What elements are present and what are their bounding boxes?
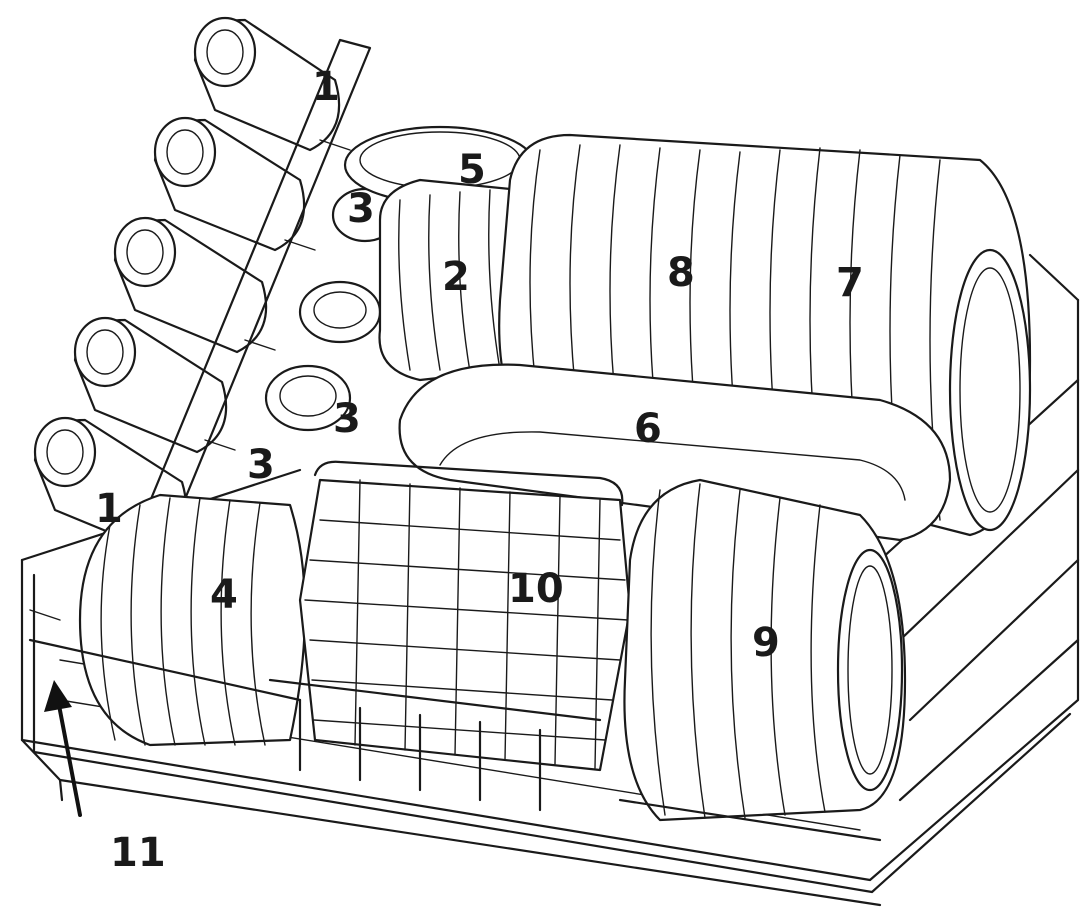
callout-3-top: 3 <box>347 186 375 232</box>
callout-2: 2 <box>442 254 470 300</box>
callout-8: 8 <box>667 250 695 296</box>
cutlery-basket-10 <box>300 462 630 770</box>
callout-1-bottom: 1 <box>95 486 123 532</box>
callout-5: 5 <box>458 147 486 193</box>
callout-7: 7 <box>836 260 864 306</box>
callout-1-top: 1 <box>312 64 340 110</box>
callout-10: 10 <box>508 566 564 612</box>
callout-9: 9 <box>752 620 780 666</box>
callout-3-middle: 3 <box>333 396 361 442</box>
callout-4: 4 <box>210 572 238 618</box>
callout-3-bottom: 3 <box>247 442 275 488</box>
callout-6: 6 <box>634 406 662 452</box>
callout-11: 11 <box>110 830 166 876</box>
small-plates-4 <box>80 495 305 745</box>
